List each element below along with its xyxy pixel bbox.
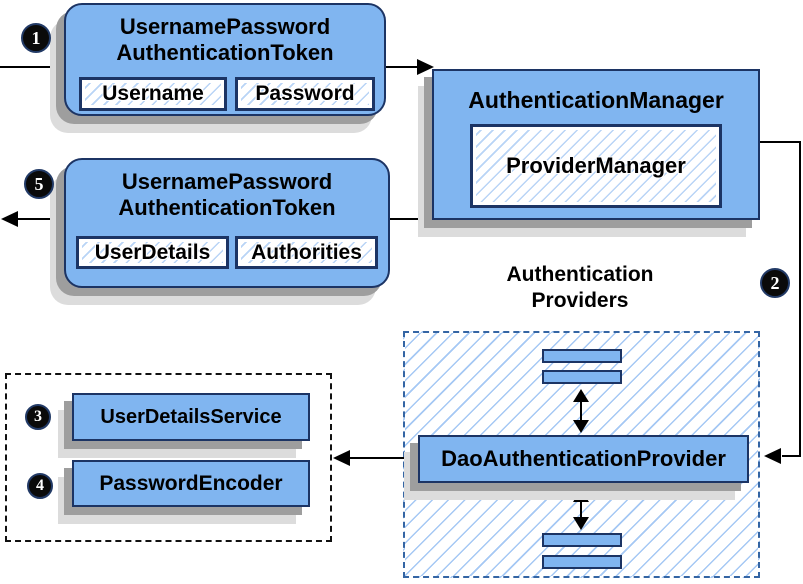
result-token-title: UsernamePassword AuthenticationToken bbox=[66, 169, 388, 221]
step-4-badge: 4 bbox=[27, 473, 53, 499]
arrowhead-down-icon bbox=[573, 517, 589, 530]
result-token-title-line1: UsernamePassword bbox=[121, 169, 333, 194]
incoming-request-line bbox=[0, 66, 58, 68]
result-token-box: UsernamePassword AuthenticationToken Use… bbox=[64, 158, 390, 288]
request-token-title: UsernamePassword AuthenticationToken bbox=[66, 14, 384, 66]
username-field-label: Username bbox=[102, 82, 204, 105]
provider-manager-box: ProviderManager bbox=[470, 124, 722, 208]
step-3-badge: 3 bbox=[25, 404, 51, 430]
providers-heading: Authentication Providers bbox=[440, 262, 720, 314]
authorities-field-label: Authorities bbox=[251, 240, 362, 264]
arrowhead-left-icon bbox=[1, 211, 18, 227]
providers-heading-line2: Providers bbox=[531, 289, 629, 312]
into-dao-line bbox=[782, 455, 801, 457]
providers-heading-line1: Authentication bbox=[506, 263, 654, 286]
password-field-box: Password bbox=[235, 77, 375, 111]
arrowhead-down-icon bbox=[573, 420, 589, 433]
password-encoder-box: PasswordEncoder bbox=[72, 460, 310, 507]
provider-slot-bar bbox=[542, 533, 622, 547]
arrowhead-up-icon bbox=[573, 389, 589, 402]
user-details-service-label: UserDetailsService bbox=[100, 406, 282, 428]
username-field-box: Username bbox=[79, 77, 227, 111]
authentication-manager-box: AuthenticationManager ProviderManager bbox=[432, 69, 760, 220]
step-5-badge: 5 bbox=[24, 169, 54, 199]
result-out-line bbox=[15, 218, 64, 220]
request-token-box: UsernamePassword AuthenticationToken Use… bbox=[64, 3, 386, 116]
provider-slot-bar bbox=[542, 349, 622, 363]
user-details-field-label: UserDetails bbox=[94, 240, 211, 264]
request-token-title-line1: UsernamePassword bbox=[119, 14, 331, 39]
dao-authentication-provider-box: DaoAuthenticationProvider bbox=[418, 435, 749, 483]
step-2-badge: 2 bbox=[760, 268, 790, 298]
step-1-badge: 1 bbox=[21, 23, 51, 53]
arrowhead-left-icon bbox=[333, 450, 350, 466]
password-field-label: Password bbox=[255, 82, 355, 105]
manager-to-result-line bbox=[390, 218, 432, 220]
arrowhead-up-icon bbox=[573, 489, 589, 502]
provider-slot-bar bbox=[542, 370, 622, 384]
result-token-title-line2: AuthenticationToken bbox=[118, 195, 336, 220]
password-encoder-label: PasswordEncoder bbox=[99, 471, 283, 495]
manager-right-line bbox=[760, 141, 801, 143]
dao-bottom-doublearrow-line bbox=[580, 500, 582, 520]
dao-authentication-provider-label: DaoAuthenticationProvider bbox=[441, 446, 726, 471]
user-details-field-box: UserDetails bbox=[76, 236, 229, 269]
arrowhead-right-icon bbox=[417, 59, 434, 75]
dao-to-services-line bbox=[347, 457, 418, 459]
request-to-manager-line bbox=[386, 66, 419, 68]
manager-down-line bbox=[799, 141, 801, 457]
authorities-field-box: Authorities bbox=[235, 236, 378, 269]
authentication-manager-title: AuthenticationManager bbox=[468, 87, 724, 113]
dao-top-doublearrow-line bbox=[580, 400, 582, 422]
provider-manager-label: ProviderManager bbox=[506, 153, 686, 178]
arrowhead-left-icon bbox=[764, 448, 781, 464]
request-token-title-line2: AuthenticationToken bbox=[116, 40, 334, 65]
user-details-service-box: UserDetailsService bbox=[72, 393, 310, 441]
provider-slot-bar bbox=[542, 555, 622, 569]
